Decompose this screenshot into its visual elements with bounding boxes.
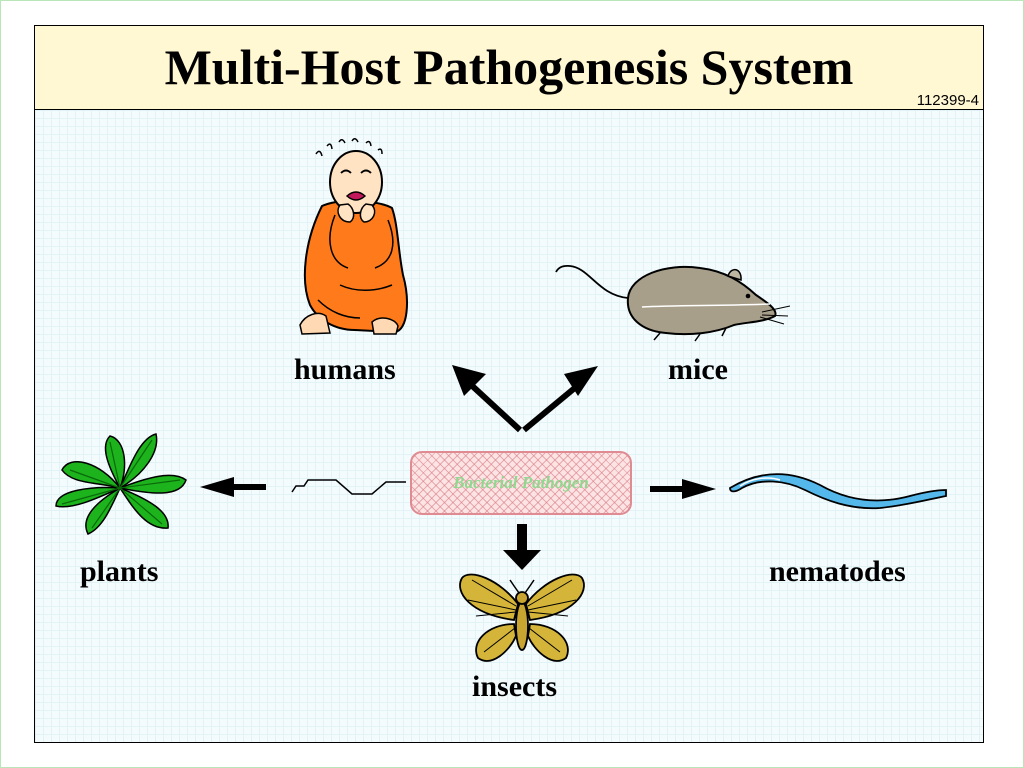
- arrow-to-humans: [452, 365, 523, 433]
- slide-id: 112399-4: [916, 92, 979, 109]
- label-humans: humans: [294, 353, 396, 386]
- arrow-to-mice: [522, 366, 598, 433]
- plant-illustration: [55, 433, 187, 535]
- mouse-illustration: [555, 264, 791, 342]
- arrow-to-nematodes: [650, 479, 716, 499]
- butterfly-illustration: [459, 573, 585, 662]
- signal-wave: [291, 479, 406, 495]
- label-nematodes: nematodes: [769, 555, 906, 588]
- pathogen-box: Bacterial Pathogen: [410, 451, 632, 515]
- human-illustration: [299, 138, 408, 335]
- pathogen-label: Bacterial Pathogen: [453, 473, 589, 492]
- arrow-to-insects: [503, 524, 541, 570]
- label-insects: insects: [472, 670, 557, 703]
- title-bar: Multi-Host Pathogenesis System 112399-4: [34, 25, 984, 110]
- arrow-to-plants: [200, 477, 266, 497]
- nematode-illustration: [729, 473, 947, 510]
- label-plants: plants: [80, 555, 159, 588]
- label-mice: mice: [668, 353, 728, 386]
- slide-title: Multi-Host Pathogenesis System: [164, 39, 854, 95]
